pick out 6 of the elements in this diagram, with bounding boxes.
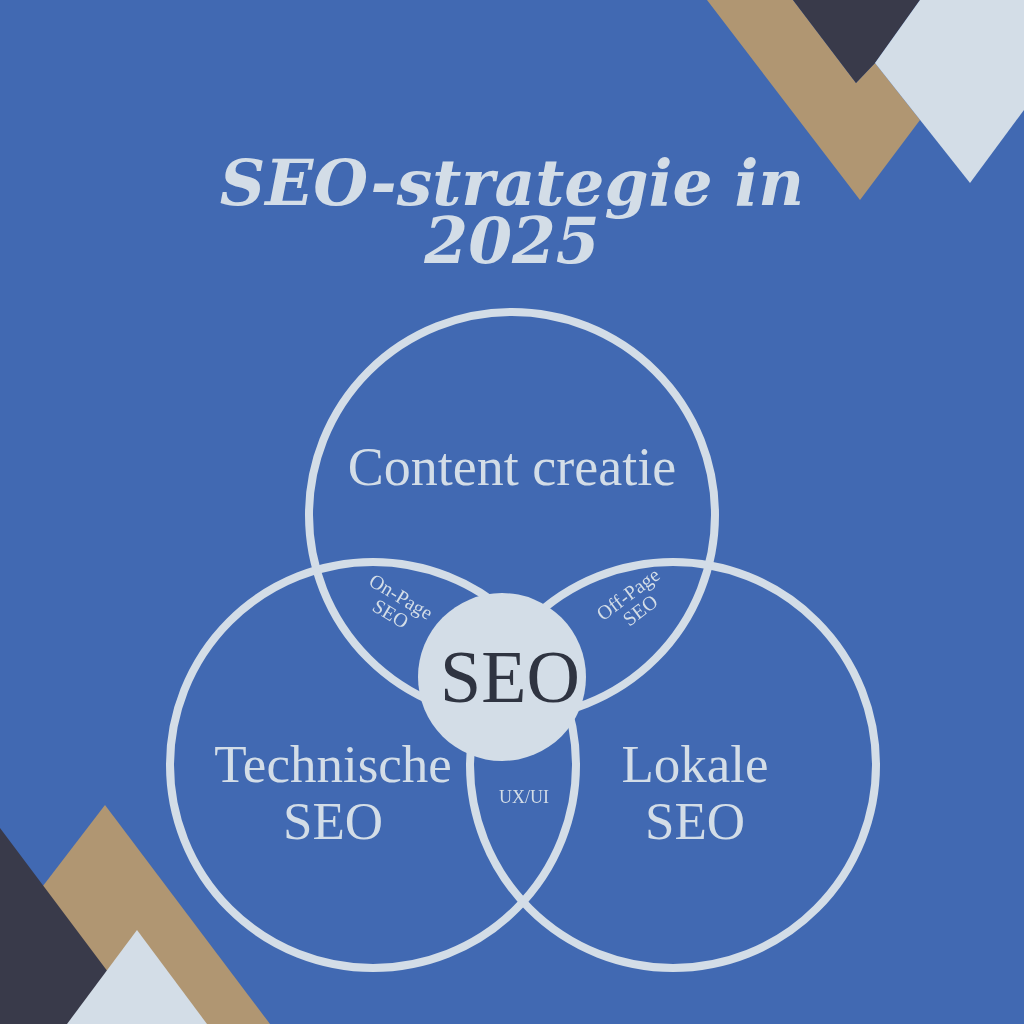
title: SEO-strategie in 2025 bbox=[218, 154, 806, 270]
overlap-label: UX/UI bbox=[498, 788, 550, 806]
circle-label: Content creatie bbox=[346, 437, 678, 497]
circle-label: SEO bbox=[439, 637, 581, 717]
circle-label: Lokale SEO bbox=[620, 736, 770, 850]
circle-label: Technische SEO bbox=[213, 736, 453, 850]
